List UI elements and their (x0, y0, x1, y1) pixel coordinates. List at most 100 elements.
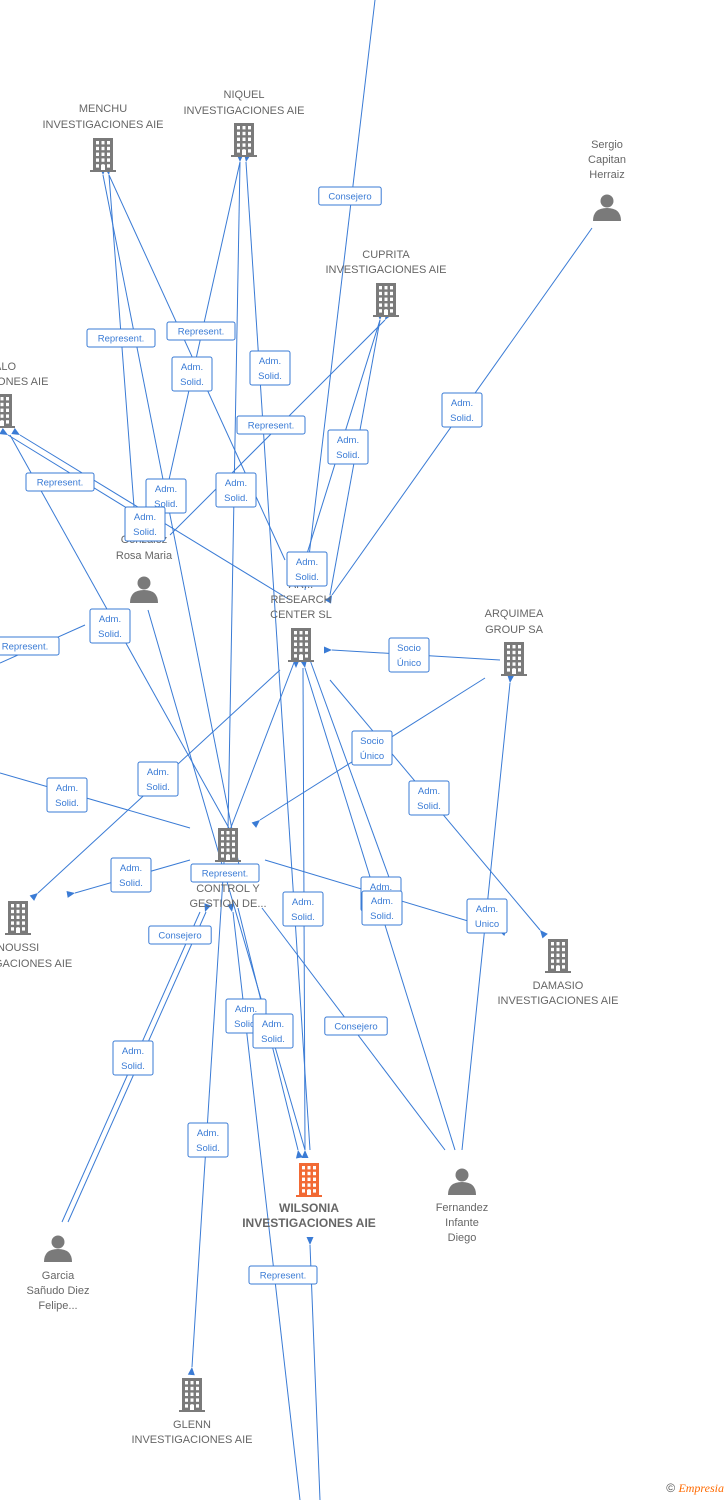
edge-label-text: Solid. (234, 1019, 258, 1030)
node-label: INVESTIGACIONES AIE (325, 264, 446, 276)
edge-line (304, 0, 376, 591)
edge-label: Represent. (248, 1265, 318, 1285)
edge-label-text: Solid. (258, 371, 282, 382)
node-label: DAMASIO (533, 980, 584, 992)
edge-label-text: Adm. (370, 882, 392, 893)
node-alo[interactable]: ALOIONES AIE (0, 361, 48, 428)
edge-arrow (540, 930, 548, 939)
edge-label: Adm.Solid. (89, 608, 131, 644)
edge-label: Adm.Solid. (110, 857, 152, 893)
edge-line (0, 772, 191, 829)
building-icon (0, 394, 15, 428)
edge-label: Represent. (25, 472, 95, 492)
node-label: Fernandez (436, 1202, 489, 1214)
edge-label-text: Adm. (56, 783, 78, 794)
node-inoussi[interactable]: INOUSSIGACIONES AIE (0, 901, 72, 970)
node-label: CONTROL Y (196, 883, 260, 895)
edge-label-text: Solid. (119, 878, 143, 889)
edge-label-text: Solid. (224, 493, 248, 504)
edge-label-text: Adm. (197, 1128, 219, 1139)
edge-label-text: Adm. (476, 904, 498, 915)
edge-arrow (306, 1237, 314, 1245)
edge-label-text: Adm. (371, 896, 393, 907)
node-cuprita[interactable]: CUPRITA INVESTIGACIONES AIE (325, 249, 447, 317)
edge-label-text: Solid. (450, 413, 474, 424)
edge-line (229, 659, 296, 831)
edge-label: Adm. Solid. (361, 890, 403, 926)
edge-label-text: Solid. (98, 629, 122, 640)
edge-label-text: Solid. (154, 499, 178, 510)
node-label: GLENN (173, 1419, 211, 1431)
edge-label: Adm.Solid. (441, 392, 483, 428)
edge-arrow (324, 646, 332, 654)
edge-arrow (251, 820, 260, 828)
edge-label-text: Solid. (180, 377, 204, 388)
node-damasio[interactable]: DAMASIO INVESTIGACIONES AIE (497, 939, 619, 1007)
edge-line (309, 659, 391, 881)
edge-label: Adm.Solid. (282, 891, 324, 927)
edge-label-text: Solid. (261, 1034, 285, 1045)
edge-label-text: Solid. (336, 450, 360, 461)
edge-line (102, 174, 241, 871)
edge-label: Represent. (0, 636, 60, 656)
edge-label: Adm.Solid. (46, 777, 88, 813)
building-icon (545, 939, 571, 973)
person-icon (130, 576, 158, 603)
edge-label-text: Solid. (121, 1061, 145, 1072)
node-label: INVESTIGACIONES AIE (242, 1216, 376, 1230)
edge-label-text: Adm. (262, 1019, 284, 1030)
edge-label: Represent. (86, 328, 156, 348)
node-label: Sañudo Diez (27, 1285, 90, 1297)
brand-logo: Empresia (678, 1481, 724, 1495)
edge-label: Adm.Solid. (249, 350, 291, 386)
edge-label-text: Solid. (417, 801, 441, 812)
edge-label-text: Adm. (225, 478, 247, 489)
person-icon (593, 194, 621, 221)
edge-label: Represent. (190, 863, 260, 883)
node-label: Sergio (591, 139, 623, 151)
edge-label-text: Único (360, 751, 384, 762)
edge-label-text: Solid. (370, 911, 394, 922)
edge-labels: ConsejeroRepresent.Represent.Adm.Solid.A… (0, 186, 508, 1285)
node-label: ALO (0, 361, 16, 373)
node-label: Herraiz (589, 169, 624, 181)
node-label: INOUSSI (0, 942, 39, 954)
edge-arrow (507, 674, 515, 683)
edge-label: Consejero (148, 925, 212, 945)
edge-label: Adm.Solid. (286, 551, 328, 587)
edge-label-text: Represent. (202, 869, 248, 880)
edge-label-text: Represent. (2, 642, 48, 653)
edge-label-text: Represent. (37, 478, 83, 489)
edge-label-text: Consejero (158, 931, 201, 942)
edge-arrow (295, 1150, 303, 1159)
node-glenn[interactable]: GLENN INVESTIGACIONES AIE (131, 1378, 253, 1446)
building-icon (5, 901, 31, 935)
edge-label-text: Adm. (122, 1046, 144, 1057)
edge-label: Adm.Solid. (408, 780, 450, 816)
edge-arrow (301, 1150, 309, 1158)
edge-label-text: Adm. (134, 512, 156, 523)
node-label: CUPRITA (362, 249, 410, 261)
edge-label: Consejero (318, 186, 382, 206)
edge-label-text: Represent. (178, 327, 224, 338)
edge-arrow (204, 903, 212, 912)
edge-label-text: Adm. (235, 1004, 257, 1015)
node-label: Felipe... (38, 1300, 77, 1312)
node-label: INVESTIGACIONES AIE (131, 1434, 252, 1446)
person-icon (44, 1235, 72, 1262)
node-label: CENTER SL (270, 609, 332, 621)
edge-label: Adm.Solid. (171, 356, 213, 392)
edge-label: Adm.Unico (466, 898, 508, 934)
node-label: INVESTIGACIONES AIE (497, 995, 618, 1007)
